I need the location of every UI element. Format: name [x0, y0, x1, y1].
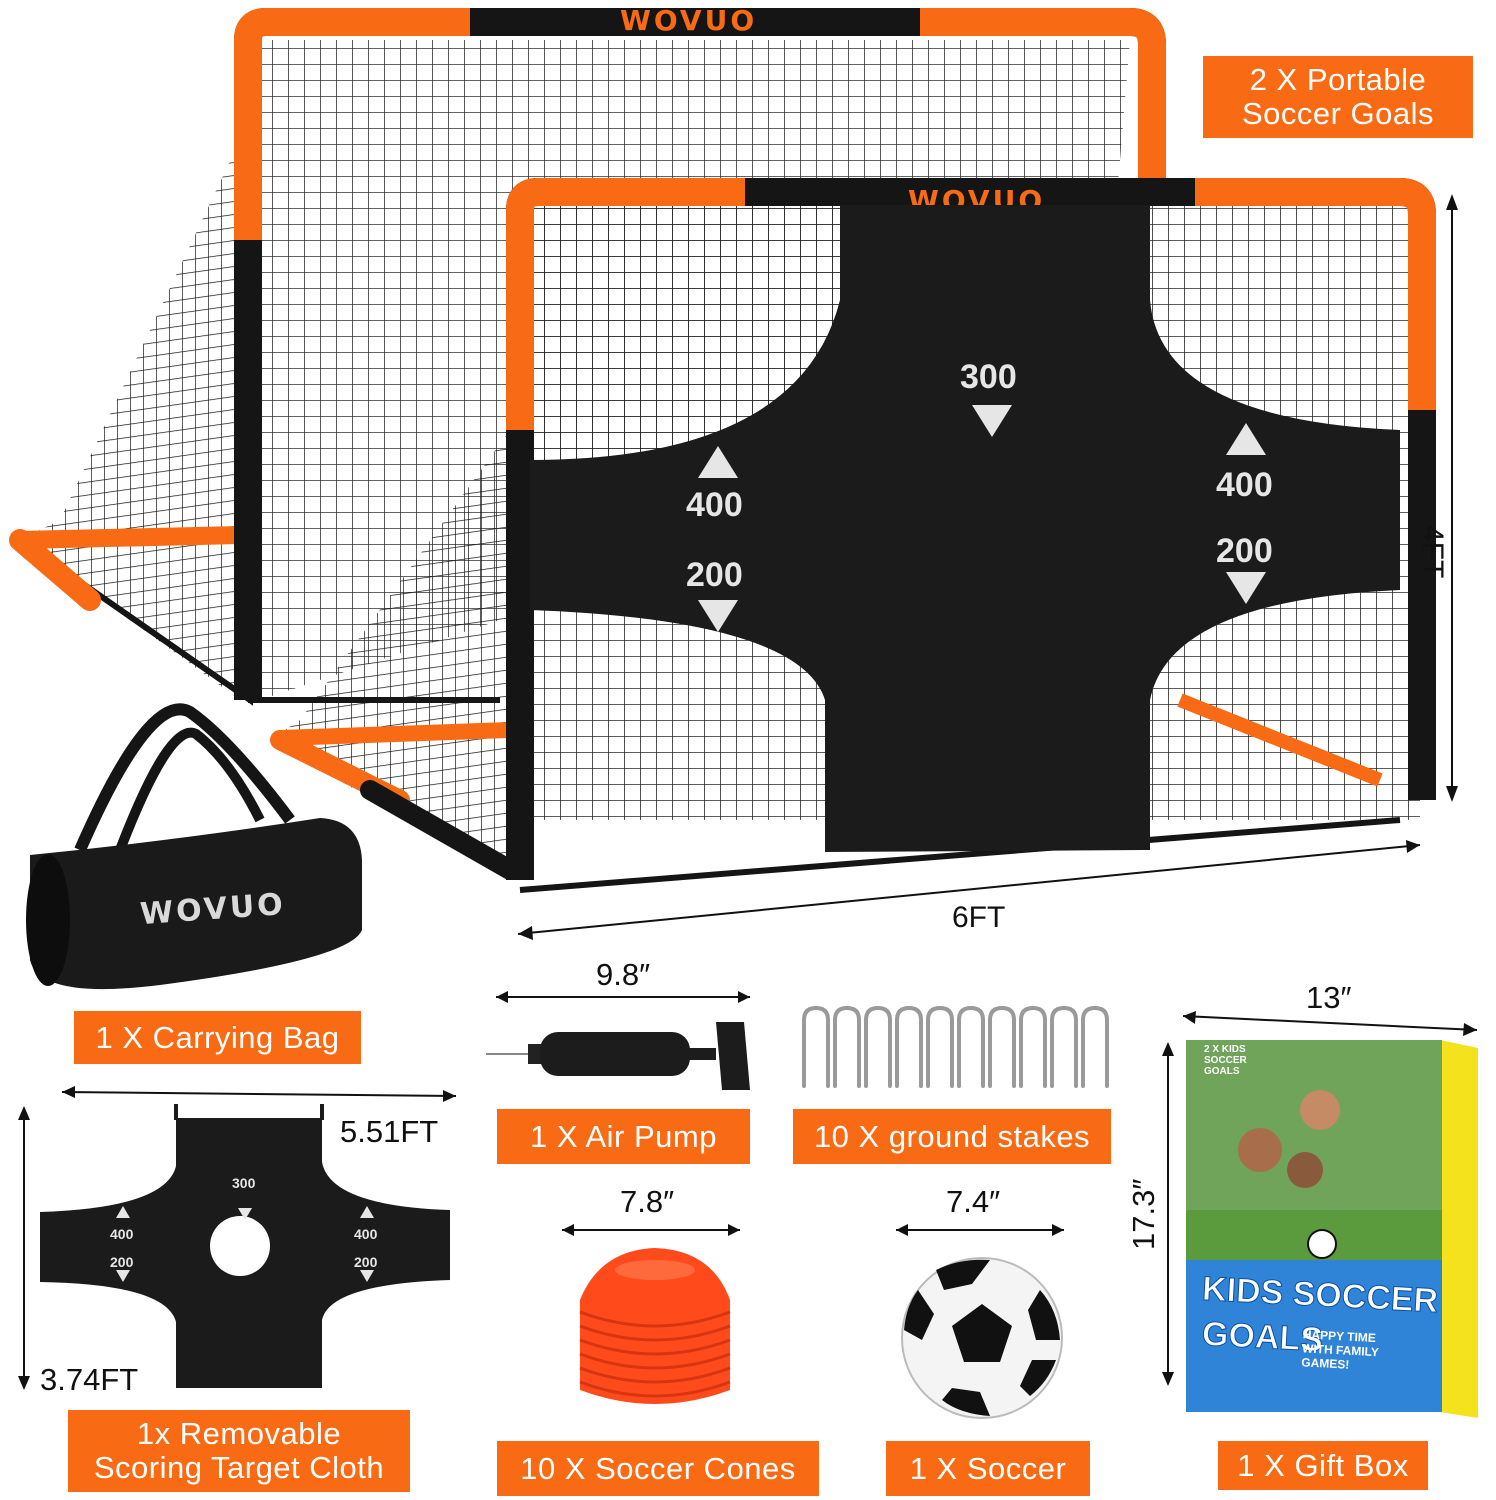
- cloth-score-300: 300: [232, 1175, 256, 1191]
- gift-box-label: 1 X Gift Box: [1218, 1441, 1428, 1490]
- score-200-left: 200: [686, 556, 743, 594]
- score-400-left: 400: [686, 486, 743, 524]
- score-200-right: 200: [1216, 532, 1273, 570]
- target-cloth-label: 1x Removable Scoring Target Cloth: [68, 1410, 410, 1492]
- target-height-value: 3.74FT: [40, 1362, 139, 1397]
- target-width-value: 5.51FT: [340, 1114, 439, 1149]
- stakes-label: 10 X ground stakes: [793, 1109, 1111, 1164]
- back-goal-logo: WOVUO: [620, 4, 758, 37]
- target-cloth-label-line2: Scoring Target Cloth: [93, 1450, 385, 1485]
- goal-width-value: 6FT: [952, 901, 1006, 934]
- pump-label: 1 X Air Pump: [497, 1109, 750, 1164]
- pump-length-value: 9.8″: [596, 957, 651, 992]
- cloth-score-200-left: 200: [110, 1254, 134, 1270]
- score-400-right: 400: [1216, 466, 1273, 504]
- cloth-score-400-right: 400: [354, 1226, 378, 1242]
- score-300: 300: [960, 358, 1017, 396]
- goals-label: 2 X Portable Soccer Goals: [1203, 56, 1473, 138]
- soccer-label: 1 X Soccer: [886, 1441, 1090, 1496]
- cone-width-value: 7.8″: [620, 1184, 675, 1219]
- gift-box-badge: 2 X KIDS SOCCER GOALS: [1204, 1044, 1247, 1077]
- ball-width-value: 7.4″: [946, 1184, 1001, 1219]
- goals-label-line1: 2 X Portable: [1249, 62, 1427, 97]
- goals-label-line2: Soccer Goals: [1241, 96, 1435, 131]
- cones-label: 10 X Soccer Cones: [497, 1441, 819, 1496]
- cloth-score-200-right: 200: [354, 1254, 378, 1270]
- box-width-value: 13″: [1306, 980, 1352, 1015]
- cloth-score-400-left: 400: [110, 1226, 134, 1242]
- bag-label: 1 X Carrying Bag: [74, 1011, 361, 1064]
- target-cloth-label-line1: 1x Removable: [136, 1416, 342, 1451]
